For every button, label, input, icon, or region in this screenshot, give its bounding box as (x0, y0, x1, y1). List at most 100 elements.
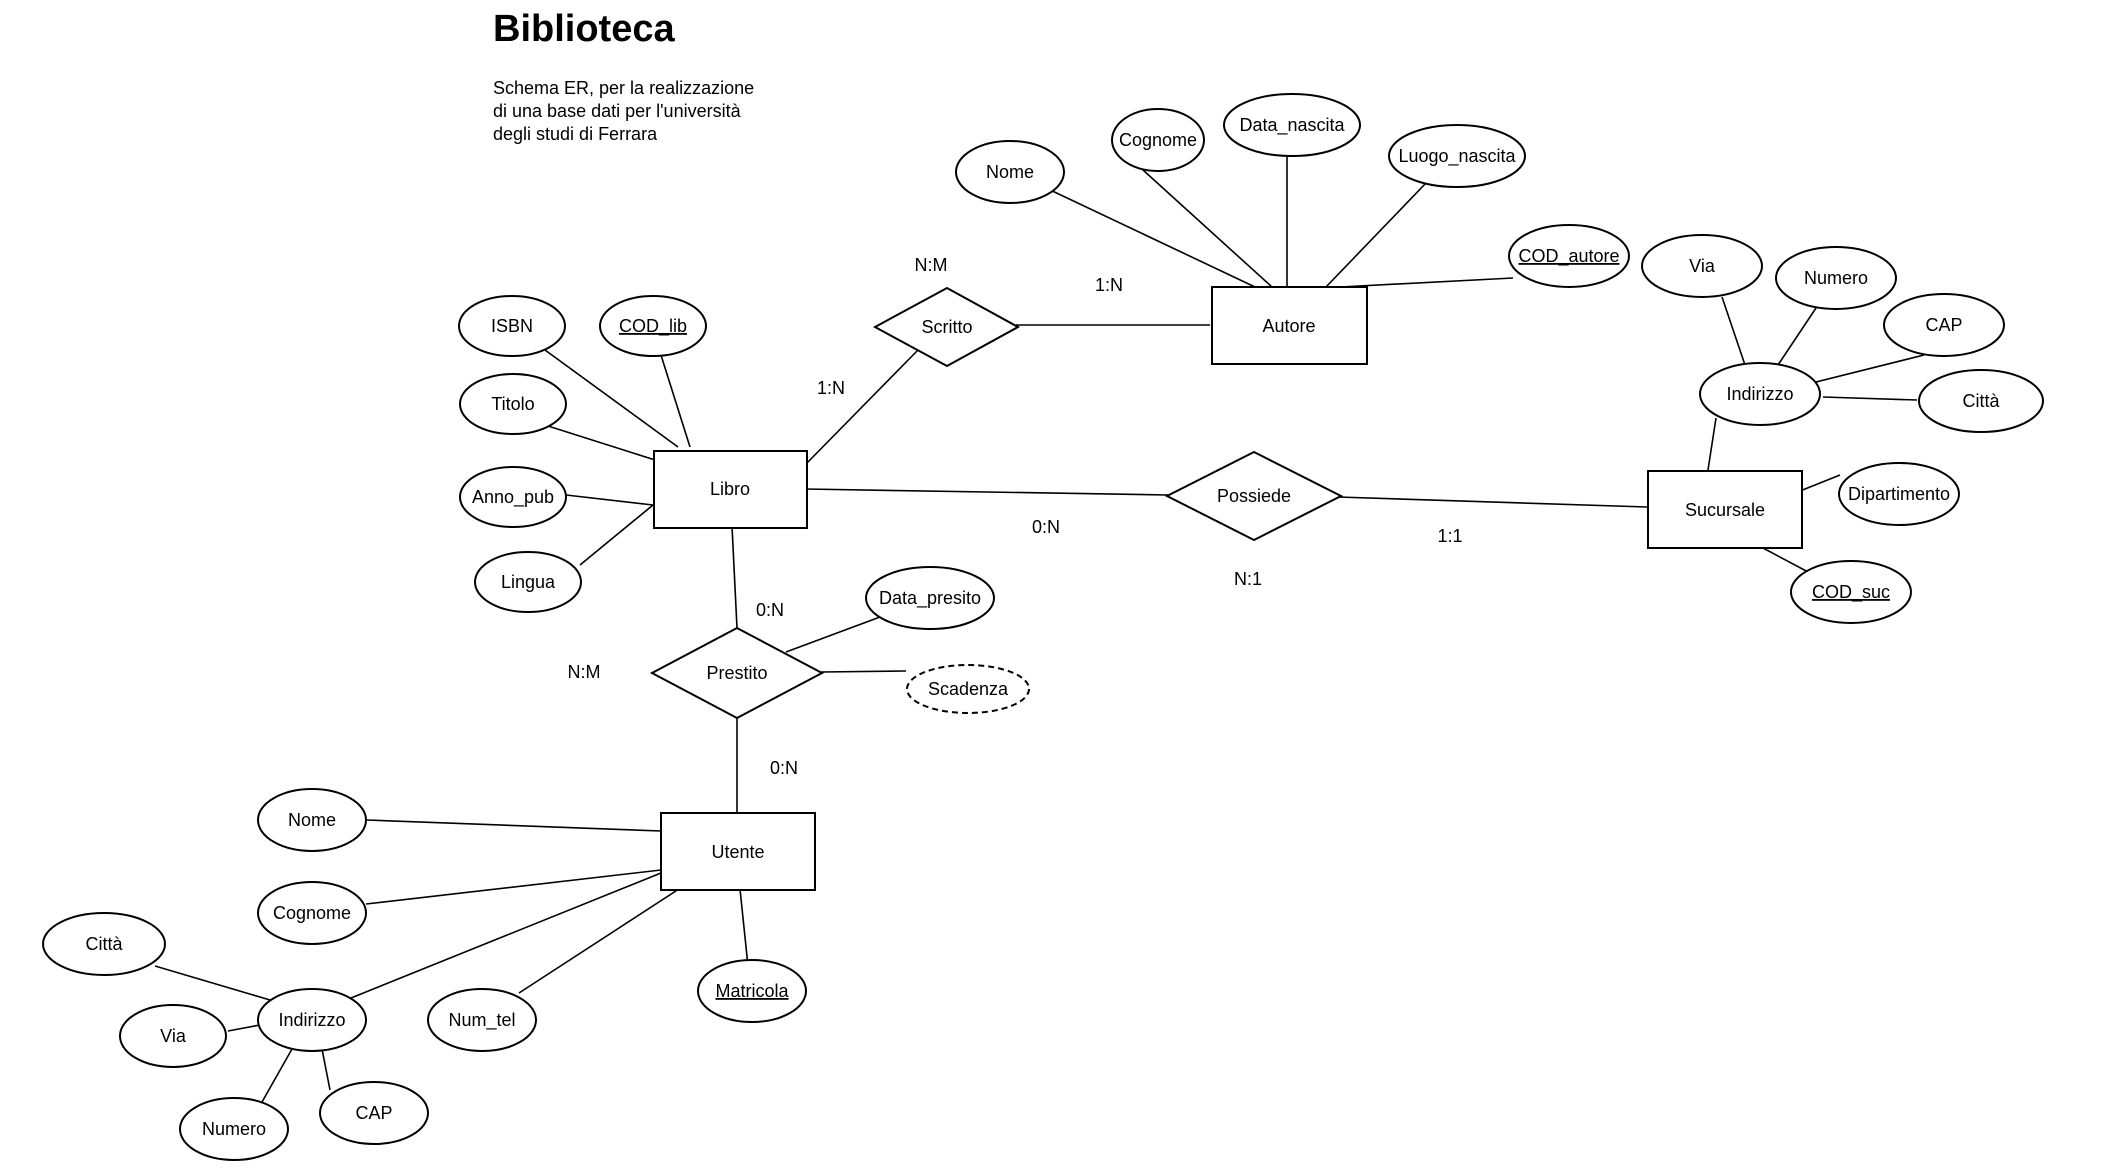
attribute-label: CAP (355, 1103, 392, 1123)
attribute-label: COD_lib (619, 316, 687, 337)
cardinality-scritto-libro: 1:N (817, 378, 845, 398)
attribute-label: ISBN (491, 316, 533, 336)
entity-label: Autore (1262, 316, 1315, 336)
entity-libro[interactable]: Libro (653, 450, 808, 529)
relationship-label: Prestito (706, 663, 767, 683)
edge-sucursale-dipartimento (1799, 474, 1841, 492)
attribute-label: CAP (1925, 315, 1962, 335)
attribute-label: Numero (1804, 268, 1868, 288)
attribute-label: Luogo_nascita (1398, 146, 1516, 167)
attribute-dipartimento[interactable]: Dipartimento (1838, 462, 1960, 526)
attribute-citta[interactable]: Città (42, 912, 166, 976)
attribute-label: COD_suc (1812, 582, 1890, 603)
edge-indirizzo-citta (1822, 396, 1918, 401)
attribute-label: Cognome (273, 903, 351, 923)
edge-uindirizzo-numero (261, 1048, 293, 1103)
edge-libro-codlib (659, 351, 691, 448)
edge-autore-cognome (1142, 169, 1273, 288)
entity-utente[interactable]: Utente (660, 812, 816, 891)
page-title: Biblioteca (493, 8, 675, 50)
entity-autore[interactable]: Autore (1211, 286, 1368, 365)
edge-libro-isbn (544, 349, 679, 448)
attribute-cap[interactable]: CAP (1883, 293, 2005, 357)
cardinality-possiede-sucursale: 1:1 (1437, 526, 1462, 546)
prestito-attributes: Data_presito Scadenza (865, 566, 1030, 714)
attribute-scadenza[interactable]: Scadenza (906, 664, 1030, 714)
entity-label: Sucursale (1685, 500, 1765, 520)
attribute-via[interactable]: Via (119, 1004, 227, 1068)
attribute-label: Lingua (501, 572, 556, 592)
attribute-citta[interactable]: Città (1918, 369, 2044, 433)
attribute-num-tel[interactable]: Num_tel (427, 988, 537, 1052)
edge-libro-lingua (579, 504, 654, 566)
attribute-cognome[interactable]: Cognome (1111, 108, 1205, 172)
edge-prestito-datapresito (785, 616, 881, 653)
edge-utente-cognome (365, 869, 662, 905)
libro-attributes: ISBN COD_lib Titolo Anno_pub Lingua (458, 295, 707, 613)
entity-label: Libro (710, 479, 750, 499)
attribute-label: Via (1689, 256, 1716, 276)
attribute-label: Data_nascita (1239, 115, 1345, 136)
attribute-label: Matricola (715, 981, 789, 1001)
attribute-titolo[interactable]: Titolo (459, 373, 567, 435)
edge-libro-prestito (731, 525, 738, 629)
relationship-possiede[interactable]: Possiede (1164, 450, 1344, 542)
attribute-via[interactable]: Via (1641, 234, 1763, 298)
attribute-cod-autore[interactable]: COD_autore (1508, 224, 1630, 288)
connectors (154, 156, 1925, 1103)
attribute-data-presito[interactable]: Data_presito (865, 566, 995, 630)
attribute-matricola[interactable]: Matricola (697, 959, 807, 1023)
attribute-label: Cognome (1119, 130, 1197, 150)
attribute-cap[interactable]: CAP (319, 1081, 429, 1145)
attribute-cod-suc[interactable]: COD_suc (1790, 560, 1912, 624)
cardinality-prestito: N:M (568, 662, 601, 682)
attribute-numero[interactable]: Numero (179, 1097, 289, 1161)
attribute-label: Anno_pub (472, 487, 554, 508)
attribute-label: Nome (986, 162, 1034, 182)
attribute-label: COD_autore (1518, 246, 1619, 267)
edge-libro-scritto (804, 349, 919, 466)
edge-indirizzo-via (1721, 296, 1746, 366)
cardinality-possiede-libro: 0:N (1032, 517, 1060, 537)
attribute-label: Data_presito (879, 588, 981, 609)
attribute-cognome[interactable]: Cognome (257, 881, 367, 945)
entity-sucursale[interactable]: Sucursale (1647, 470, 1803, 549)
attribute-luogo-nascita[interactable]: Luogo_nascita (1388, 124, 1526, 188)
edge-autore-nome (1045, 187, 1256, 288)
attribute-label: Scadenza (928, 679, 1009, 699)
sucursale-attributes: Via Numero CAP Indirizzo Città Dipartime… (1641, 234, 2044, 624)
edge-uindirizzo-via (227, 1024, 261, 1032)
edge-autore-luogonascita (1325, 182, 1427, 288)
edge-possiede-sucursale (1337, 496, 1648, 508)
attribute-label: Indirizzo (278, 1010, 345, 1030)
attribute-numero[interactable]: Numero (1775, 246, 1897, 310)
edge-uindirizzo-citta (154, 965, 271, 1001)
relationship-scritto[interactable]: Scritto (872, 286, 1021, 368)
cardinality-prestito-utente: 0:N (770, 758, 798, 778)
autore-attributes: Nome Cognome Data_nascita Luogo_nascita … (955, 93, 1630, 288)
attribute-nome[interactable]: Nome (955, 140, 1065, 204)
attribute-indirizzo[interactable]: Indirizzo (1699, 362, 1821, 426)
attribute-cod-lib[interactable]: COD_lib (599, 295, 707, 357)
relationship-label: Scritto (921, 317, 972, 337)
relationship-prestito[interactable]: Prestito (649, 626, 825, 720)
edge-indirizzo-numero (1777, 307, 1817, 366)
cardinality-scritto-autore: 1:N (1095, 275, 1123, 295)
cardinality-prestito-libro: 0:N (756, 600, 784, 620)
edge-prestito-scadenza (820, 670, 907, 673)
edge-utente-matricola (739, 888, 749, 967)
attribute-indirizzo[interactable]: Indirizzo (257, 988, 367, 1052)
attribute-isbn[interactable]: ISBN (458, 295, 566, 357)
edge-libro-titolo (547, 425, 656, 461)
attribute-nome[interactable]: Nome (257, 788, 367, 852)
attribute-lingua[interactable]: Lingua (474, 551, 582, 613)
edge-indirizzo-cap (1811, 354, 1925, 384)
attribute-label: Nome (288, 810, 336, 830)
attribute-data-nascita[interactable]: Data_nascita (1223, 93, 1361, 157)
attribute-anno-pub[interactable]: Anno_pub (459, 466, 567, 528)
attribute-label: Dipartimento (1848, 484, 1950, 504)
edge-libro-annopub (565, 494, 654, 506)
entity-label: Utente (711, 842, 764, 862)
attribute-label: Via (160, 1026, 187, 1046)
